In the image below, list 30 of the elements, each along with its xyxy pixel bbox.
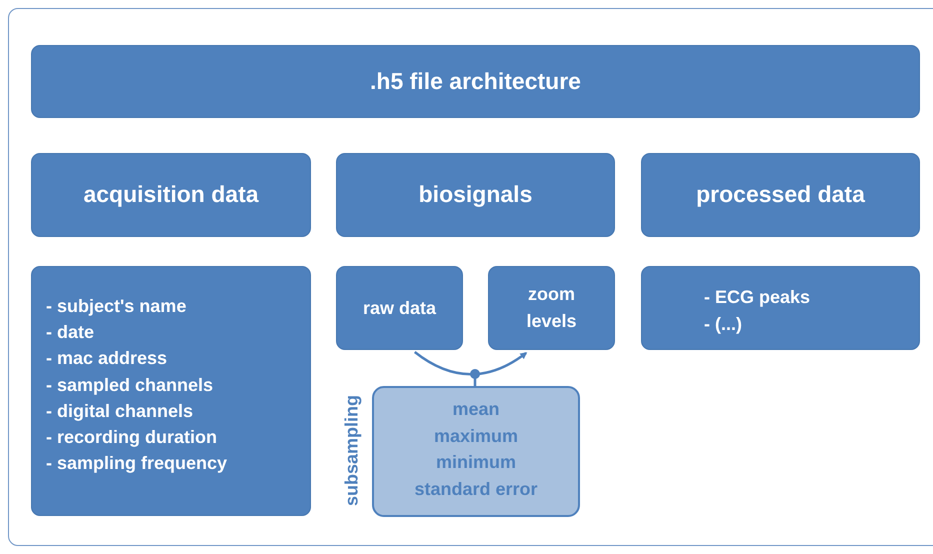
list-item: - subject's name (46, 295, 186, 318)
vertical-label: subsampling (342, 394, 362, 508)
list-box (641, 266, 920, 350)
section-box (336, 266, 463, 350)
list-item: - mac address (46, 347, 168, 370)
box-label: biosignals (418, 180, 532, 210)
list-item: - (...) (704, 312, 742, 336)
section-box (488, 266, 615, 350)
statistic-text: mean (452, 398, 500, 421)
section-box (641, 153, 920, 237)
connector-line (470, 369, 480, 386)
box-label: raw data (362, 296, 438, 320)
box-label: zoom levels (525, 283, 578, 333)
statistic-text: maximum (434, 424, 518, 448)
box-label: acquisition data (83, 180, 259, 210)
box-label: processed data (696, 180, 865, 210)
section-box (31, 153, 311, 237)
list-item: - digital channels (46, 400, 194, 423)
list-item: - sampling frequency (46, 452, 228, 476)
section-box (336, 153, 615, 237)
list-item: - sampled channels (46, 374, 214, 397)
section-box (31, 45, 920, 118)
list-item: - ECG peaks (704, 286, 810, 309)
statistic-text: standard error (414, 478, 538, 500)
statistic-text: minimum (436, 451, 516, 474)
list-item: - date (46, 321, 94, 344)
box-label: .h5 file architecture (370, 66, 581, 96)
list-box (31, 266, 311, 516)
list-item: - recording duration (46, 426, 217, 450)
curved-arrow (414, 350, 528, 376)
